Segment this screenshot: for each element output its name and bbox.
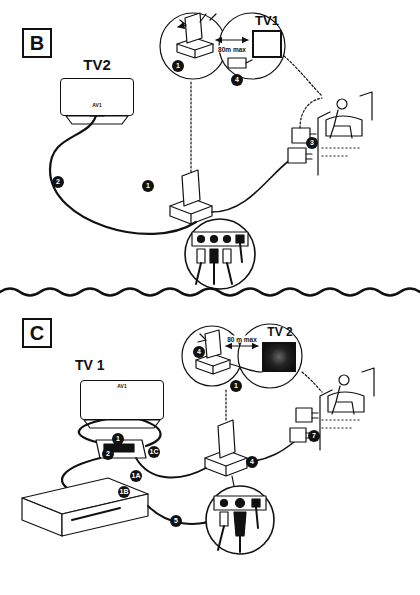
rca-cable <box>196 243 242 284</box>
receiver-unit <box>196 360 230 374</box>
dc-jack <box>252 499 260 507</box>
rca-plug <box>223 249 231 263</box>
person-sketch <box>332 386 354 414</box>
adjust-arrow <box>200 14 216 22</box>
dc-jack <box>236 235 244 243</box>
scart-cable <box>50 112 196 234</box>
person-sketch <box>337 99 347 109</box>
callout-number: 1 <box>112 433 124 445</box>
adjust-arrow <box>198 334 206 342</box>
cable <box>246 60 252 63</box>
sender-unit <box>205 458 247 476</box>
node-title: C <box>24 320 50 346</box>
socket-label: AV1 <box>111 383 133 389</box>
tv-base <box>66 116 128 124</box>
range-note: 80 m max <box>226 336 258 343</box>
power-cable <box>212 160 290 212</box>
leader-line <box>302 372 322 392</box>
adjust-arrow <box>178 20 186 27</box>
leader-line <box>300 98 322 128</box>
leader-line <box>232 476 234 486</box>
power-adapter <box>290 428 306 442</box>
callout-number: 1A <box>130 470 142 482</box>
rca-jack <box>221 500 228 507</box>
person-sketch <box>339 375 349 385</box>
television: TV2AV1 <box>60 78 134 116</box>
section-letter: B <box>22 28 52 58</box>
svideo-jack <box>236 499 245 508</box>
receiver-unit <box>177 44 213 58</box>
leader-line <box>225 388 226 420</box>
rca-jack <box>211 236 218 243</box>
callout-number: 1 <box>142 180 154 192</box>
callout-number: 1 <box>172 60 184 72</box>
sofa-sketch <box>326 116 362 136</box>
callout-number: 1C <box>148 446 160 458</box>
callout-number: 5 <box>170 515 182 527</box>
socket-label: AV1 <box>87 102 107 108</box>
callout-number: 4 <box>231 74 243 86</box>
room-sketch <box>360 92 372 120</box>
range-arrow <box>216 39 248 40</box>
connector-detail <box>206 486 274 554</box>
wall <box>318 112 330 175</box>
sender-antenna <box>182 170 200 206</box>
range-arrow <box>226 345 258 346</box>
sender-antenna <box>218 420 235 458</box>
node-title: TV 1 <box>75 357 125 374</box>
room-sketch <box>362 368 374 396</box>
connector-detail <box>185 219 255 289</box>
callout-number: 1B <box>118 486 130 498</box>
tv-screen: TV 2 <box>262 342 296 372</box>
node-title: TV2 <box>61 56 133 73</box>
callout-number: 2 <box>52 176 64 188</box>
cable <box>230 364 262 372</box>
rca-plug <box>197 249 205 263</box>
plug-unit <box>228 58 246 68</box>
rating-text-lines <box>322 148 360 156</box>
receiver-antenna <box>185 13 202 43</box>
power-adapter <box>288 148 306 163</box>
callout-number: 4 <box>193 346 205 358</box>
sofa-sketch <box>328 392 364 412</box>
vcr-unit <box>22 498 62 536</box>
node-title: TV1 <box>242 13 292 28</box>
socket-panel <box>214 496 266 510</box>
vcr-unit <box>62 494 148 536</box>
section-letter: C <box>22 318 52 348</box>
callout-number: 3 <box>306 137 318 149</box>
svideo-plug <box>234 512 246 536</box>
section-divider <box>0 289 420 296</box>
scart-cable <box>79 418 112 442</box>
av-cable <box>218 507 258 552</box>
rca-plug <box>210 249 218 263</box>
callout-number: 2 <box>102 448 114 460</box>
av-cable <box>136 458 206 477</box>
leader-line <box>284 56 322 96</box>
receiver-antenna <box>205 330 221 358</box>
rca-jack <box>198 236 205 243</box>
rca-plug <box>220 512 228 526</box>
power-adapter <box>296 408 312 422</box>
person-sketch <box>330 110 352 138</box>
television: TV 1AV1 <box>80 380 164 420</box>
range-note: 80m max <box>217 46 247 53</box>
node-title: TV 2 <box>252 325 308 340</box>
callout-number: 1 <box>230 380 242 392</box>
vcr-slot <box>72 508 120 520</box>
node-title: B <box>24 30 50 56</box>
callout-number: 7 <box>308 430 320 442</box>
callout-number: 4 <box>246 456 258 468</box>
tv-screen: TV1 <box>252 30 282 58</box>
leader-line <box>190 82 191 172</box>
rca-jack <box>224 236 231 243</box>
rating-text-lines <box>322 420 362 428</box>
